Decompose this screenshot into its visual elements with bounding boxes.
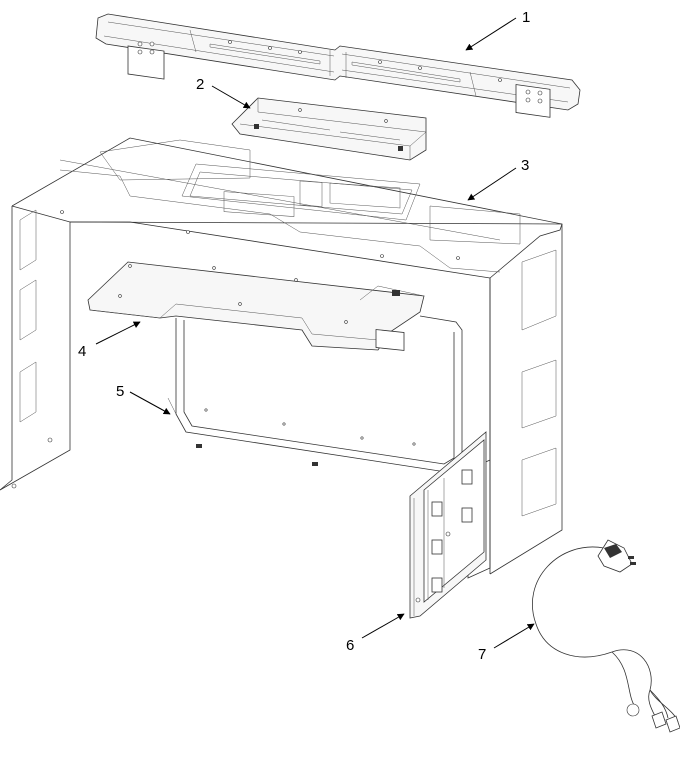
part-7-power-cable [532,539,680,733]
leader-5 [129,391,171,415]
part-1-mounting-rail [95,13,581,118]
part-6-vertical-bracket [409,431,487,619]
callout-7: 7 [478,646,486,663]
leader-3 [467,167,517,201]
leader-4 [95,321,141,345]
leader-2 [211,85,251,109]
part-2-bracket [231,97,427,161]
leader-6 [361,613,405,639]
callout-6: 6 [346,637,354,654]
callout-4: 4 [78,343,86,360]
callout-leaders [95,17,535,649]
part-4-internal-plate [87,261,425,351]
leader-1 [465,17,517,51]
callout-2: 2 [196,76,204,93]
callout-3: 3 [521,157,529,174]
part-3-chassis-frame [0,137,563,579]
callout-numbers: 1 2 3 4 5 6 7 [78,9,530,663]
callout-1: 1 [522,9,530,26]
rail-holes [137,40,543,104]
leader-7 [493,623,535,649]
callout-5: 5 [116,383,124,400]
